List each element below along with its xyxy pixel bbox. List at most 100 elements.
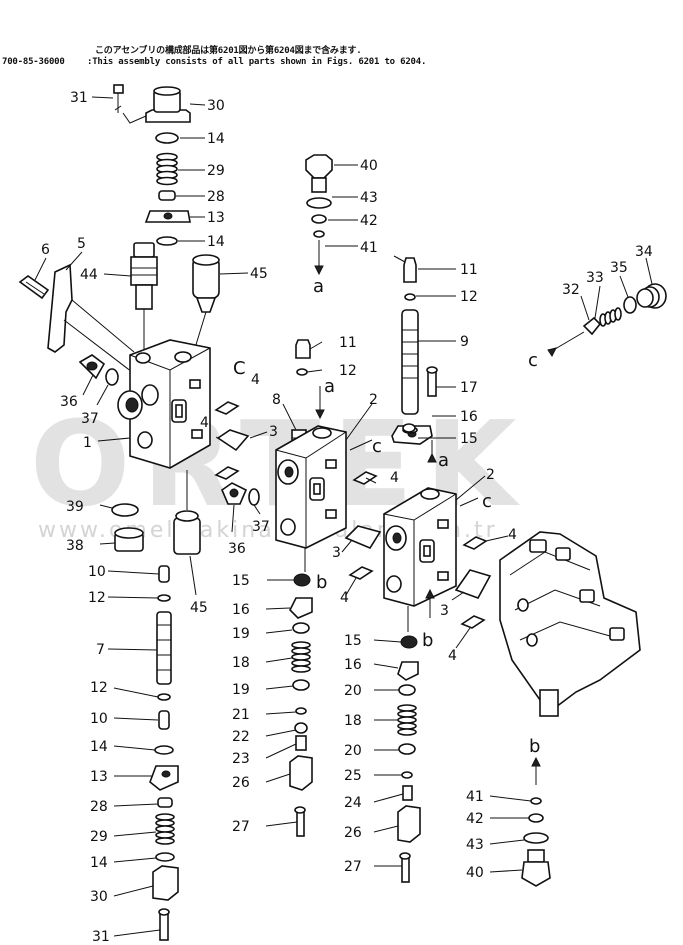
gasket-4-c: [352, 471, 378, 485]
callout-23: 23: [232, 751, 250, 767]
callout-37: 37: [81, 411, 99, 427]
assembly-part-number: 700-85-36000: [2, 57, 65, 67]
oring-14-lower: [156, 236, 178, 246]
callout-4: 4: [340, 590, 349, 606]
far-right-bottom-stack: [521, 756, 551, 887]
fitting-11-right: [403, 257, 417, 283]
bolt-24: [402, 785, 413, 801]
callout-14: 14: [90, 739, 108, 755]
callout-13: 13: [90, 769, 108, 785]
plug-40-top: [305, 154, 333, 179]
callout-18: 18: [232, 655, 250, 671]
callout-5: 5: [77, 236, 86, 252]
label-c: c: [482, 491, 492, 512]
japanese-note: このアセンブリの構成部品は第6201図から第6204図まで含みます.: [95, 46, 362, 56]
callout-33: 33: [586, 270, 604, 286]
spool-end-10-a: [158, 565, 170, 583]
right-upper-parts: [391, 257, 438, 463]
callout-45: 45: [250, 266, 268, 282]
label-a: a: [438, 450, 449, 471]
plug-40-bottom: [521, 861, 551, 887]
valve-body-1: [117, 339, 211, 469]
oring-14-top: [155, 132, 179, 144]
gasket-4-d: [348, 566, 374, 580]
callout-3: 3: [269, 424, 278, 440]
callout-4: 4: [251, 372, 260, 388]
cap-26-b: [397, 805, 421, 843]
spring-18-a: [291, 641, 311, 673]
callout-21: 21: [232, 707, 250, 723]
leader-lines: [34, 96, 653, 937]
callout-13: 13: [207, 210, 225, 226]
callout-43: 43: [360, 190, 378, 206]
callout-4: 4: [508, 527, 517, 543]
callout-10: 10: [90, 711, 108, 727]
callout-30: 30: [207, 98, 225, 114]
bolt-31-b: [159, 911, 169, 941]
oring-14-d: [155, 852, 175, 862]
spring-18-b: [397, 704, 417, 736]
callout-14: 14: [90, 855, 108, 871]
left-spool-stack: [149, 565, 179, 941]
label-b: b: [316, 572, 327, 593]
callout-12: 12: [90, 680, 108, 696]
callout-25: 25: [344, 768, 362, 784]
label-c: c: [528, 350, 538, 371]
callout-3: 3: [332, 545, 341, 561]
callout-1: 1: [83, 435, 92, 451]
gasket-4-f: [460, 615, 486, 629]
seat-28-top: [158, 190, 176, 201]
poppet-32: [582, 316, 602, 336]
callout-41: 41: [466, 789, 484, 805]
bolt-31-head: [113, 84, 124, 94]
callout-34: 34: [635, 244, 653, 260]
center-top-plug-stack: [305, 154, 333, 276]
label-b: b: [529, 736, 540, 757]
callout-15: 15: [232, 573, 250, 589]
callout-27: 27: [232, 819, 250, 835]
callout-35: 35: [610, 260, 628, 276]
callout-9: 9: [460, 334, 469, 350]
callout-43: 43: [466, 837, 484, 853]
bolt-6: [18, 275, 50, 300]
callout-6: 6: [41, 242, 50, 258]
callout-39: 39: [66, 499, 84, 515]
callout-14: 14: [207, 131, 225, 147]
bolt-27-a: [296, 809, 305, 837]
ring-25: [401, 771, 413, 779]
callout-8: 8: [272, 392, 281, 408]
bolt-23: [295, 735, 307, 751]
washer-22: [294, 722, 308, 734]
callout-36: 36: [228, 541, 246, 557]
seal-15-a: [402, 423, 416, 433]
gasket-3-a: [216, 429, 250, 452]
ring-41-bottom: [530, 797, 542, 805]
oring-37-center: [248, 488, 260, 506]
spring-29-top: [156, 152, 178, 186]
bolt-17: [427, 369, 437, 397]
callout-4: 4: [390, 470, 399, 486]
center-lower-stack: [289, 548, 313, 837]
plug-36-left: [78, 354, 106, 380]
callout-32: 32: [562, 282, 580, 298]
callout-20: 20: [344, 683, 362, 699]
callout-12: 12: [88, 590, 106, 606]
bracket-5: [47, 263, 73, 353]
label-a: a: [313, 276, 324, 297]
fitting-11-center: [295, 339, 311, 359]
callout-15: 15: [460, 431, 478, 447]
spring-33: [599, 307, 622, 327]
left-upper-stack: [113, 84, 191, 246]
seat-20-b: [398, 743, 416, 755]
seat-19-a: [292, 622, 310, 634]
oring-14-c: [154, 745, 174, 755]
cap-30: [145, 109, 191, 123]
relief-valve-44: [130, 242, 158, 350]
right-lower-stack: [397, 606, 421, 883]
callout-17: 17: [460, 380, 478, 396]
callout-4: 4: [200, 415, 209, 431]
oring-35: [623, 296, 637, 314]
oring-43-bottom: [523, 832, 549, 844]
callout-12: 12: [339, 363, 357, 379]
